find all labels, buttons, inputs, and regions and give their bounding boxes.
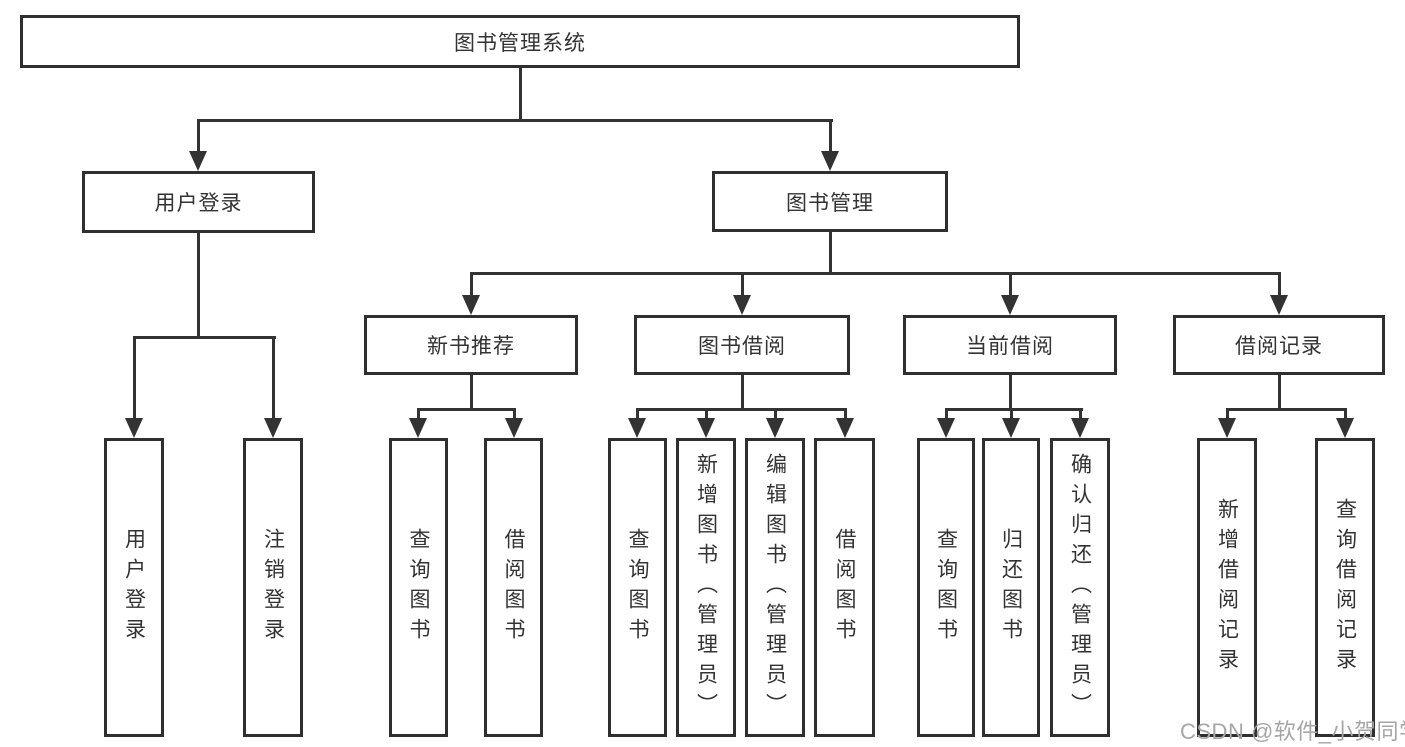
arrow-down-icon <box>821 151 839 171</box>
arrow-down-icon <box>1270 295 1288 315</box>
connector-hline <box>197 119 833 122</box>
connector-hline <box>945 408 1083 411</box>
arrow-down-icon <box>1071 418 1089 438</box>
connector-vline <box>829 232 832 275</box>
arrow-down-icon <box>1002 418 1020 438</box>
arrow-down-icon <box>462 295 480 315</box>
node-label: 借阅图书 <box>502 527 525 648</box>
arrow-down-icon <box>264 418 282 438</box>
leaf-add-books-admin: 新增图书（管理员） <box>676 438 736 737</box>
connector-vline <box>844 408 847 422</box>
leaf-return-books: 归还图书 <box>982 438 1040 737</box>
arrow-down-icon <box>697 418 715 438</box>
node-label: 注销登录 <box>261 527 285 648</box>
arrow-down-icon <box>628 418 646 438</box>
node-label: 查询图书 <box>407 527 430 648</box>
arrow-down-icon <box>1336 418 1354 438</box>
node-label: 新增借阅记录 <box>1215 497 1239 678</box>
node-current-borrowing: 当前借阅 <box>903 315 1117 375</box>
leaf-user-login: 用户登录 <box>104 438 164 737</box>
connector-hline <box>636 408 847 411</box>
arrow-down-icon <box>733 295 751 315</box>
arrow-down-icon <box>409 418 427 438</box>
node-book-borrowing: 图书借阅 <box>634 315 850 375</box>
arrow-down-icon <box>189 151 207 171</box>
node-new-book-recommendation: 新书推荐 <box>364 315 578 375</box>
arrow-down-icon <box>1218 418 1236 438</box>
node-label: 当前借阅 <box>966 335 1054 358</box>
node-label: 查询借阅记录 <box>1333 497 1357 678</box>
leaf-query-books-borrowing: 查询图书 <box>608 438 667 737</box>
connector-vline <box>1278 375 1281 411</box>
node-label: 用户登录 <box>154 192 243 215</box>
connector-vline <box>197 233 200 339</box>
node-label: 新书推荐 <box>427 335 515 358</box>
arrow-down-icon <box>766 418 784 438</box>
connector-vline <box>741 375 744 411</box>
connector-vline <box>1009 375 1012 411</box>
csdn-watermark: CSDN @软件_小贺同学 <box>1180 719 1405 744</box>
node-label: 图书借阅 <box>698 335 786 358</box>
node-library-management-system: 图书管理系统 <box>20 15 1020 68</box>
leaf-borrow-books-recommend: 借阅图书 <box>484 438 543 737</box>
leaf-add-borrow-record: 新增借阅记录 <box>1197 438 1257 737</box>
connector-vline <box>1278 272 1281 299</box>
connector-vline <box>1009 272 1012 299</box>
node-label: 归还图书 <box>999 527 1023 648</box>
node-book-management: 图书管理 <box>712 171 948 232</box>
connector-vline <box>470 375 473 411</box>
connector-vline <box>1010 408 1013 422</box>
connector-vline <box>945 408 948 422</box>
leaf-query-books-recommend: 查询图书 <box>389 438 448 737</box>
connector-vline <box>741 272 744 299</box>
connector-hline <box>1226 408 1347 411</box>
node-borrowing-records: 借阅记录 <box>1173 315 1385 375</box>
node-label: 查询图书 <box>626 527 649 648</box>
connector-vline <box>1226 408 1229 422</box>
arrow-down-icon <box>125 418 143 438</box>
node-label: 新增图书（管理员） <box>694 452 718 723</box>
arrow-down-icon <box>836 418 854 438</box>
node-label: 用户登录 <box>122 527 146 648</box>
connector-vline <box>133 336 136 420</box>
leaf-edit-books-admin: 编辑图书（管理员） <box>745 438 805 737</box>
leaf-query-borrow-record: 查询借阅记录 <box>1315 438 1375 737</box>
arrow-down-icon <box>1001 295 1019 315</box>
arrow-down-icon <box>937 418 955 438</box>
connector-vline <box>1344 408 1347 422</box>
connector-vline <box>519 68 522 122</box>
connector-vline <box>513 408 516 422</box>
node-label: 图书管理 <box>786 191 874 215</box>
connector-hline <box>133 336 276 339</box>
connector-vline <box>1079 408 1082 422</box>
leaf-query-books-current: 查询图书 <box>917 438 975 737</box>
node-label: 查询图书 <box>934 527 958 648</box>
connector-vline <box>774 408 777 422</box>
leaf-borrow-books-borrowing: 借阅图书 <box>814 438 875 737</box>
node-label: 图书管理系统 <box>454 31 586 55</box>
connector-vline <box>272 336 275 420</box>
leaf-logout: 注销登录 <box>243 438 303 737</box>
connector-hline <box>417 408 516 411</box>
node-label: 编辑图书（管理员） <box>763 452 787 723</box>
leaf-confirm-return-admin: 确认归还（管理员） <box>1050 438 1110 737</box>
connector-vline <box>636 408 639 422</box>
node-label: 借阅图书 <box>833 527 856 648</box>
arrow-down-icon <box>505 418 523 438</box>
connector-vline <box>417 408 420 422</box>
node-label: 确认归还（管理员） <box>1068 452 1092 723</box>
node-label: 借阅记录 <box>1235 335 1323 358</box>
connector-vline <box>470 272 473 299</box>
connector-vline <box>197 119 200 155</box>
connector-vline <box>705 408 708 422</box>
node-user-login: 用户登录 <box>82 171 315 233</box>
connector-hline <box>470 272 1281 275</box>
connector-vline <box>829 119 832 155</box>
